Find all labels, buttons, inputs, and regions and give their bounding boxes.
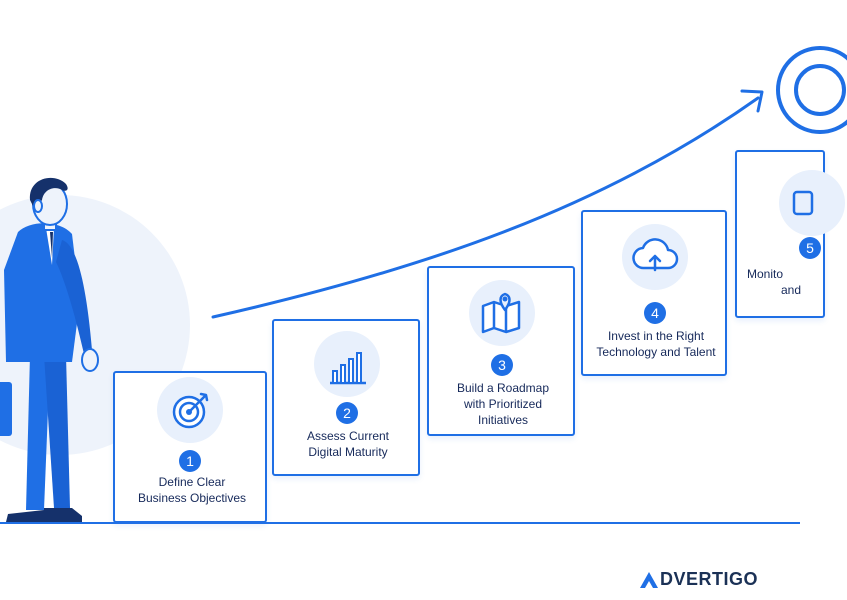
step-3-number: 3: [491, 354, 513, 376]
step-5-label: Monito and: [747, 267, 802, 297]
step-3-card: 3 Build a Roadmap with Prioritized Initi…: [427, 266, 575, 436]
growth-arrow: [211, 89, 764, 319]
step-2-label: Assess Current Digital Maturity: [306, 429, 390, 459]
monitor-icon: [792, 190, 814, 216]
step-4-icon-circle: [622, 224, 688, 290]
step-2-number: 2: [336, 402, 358, 424]
step-1-card: 1 Define Clear Business Objectives: [113, 371, 267, 523]
brand-triangle-icon: [640, 572, 658, 588]
businessman-illustration: [0, 177, 99, 522]
goal-circle-icon: [776, 46, 847, 134]
floor-line: [0, 522, 800, 524]
brand-name: DVERTIGO: [660, 569, 759, 589]
step-4-number: 4: [644, 302, 666, 324]
step-5-icon-circle: [779, 170, 845, 236]
step-1-icon-circle: [157, 377, 223, 443]
step-1-number: 1: [179, 450, 201, 472]
target-icon: [172, 392, 209, 429]
cloud-upload-icon: [632, 238, 679, 272]
step-3-icon-circle: [469, 280, 535, 346]
step-2-card: 2 Assess Current Digital Maturity: [272, 319, 420, 476]
strategy-steps-diagram: 5 Monito and 4 Invest in the Right Techn…: [0, 46, 847, 589]
step-5-card: 5 Monito and: [735, 150, 845, 318]
step-4-label: Invest in the Right Technology and Talen…: [596, 329, 716, 359]
step-5-number: 5: [799, 237, 821, 259]
step-1-label: Define Clear Business Objectives: [137, 475, 247, 505]
step-3-label: Build a Roadmap with Prioritized Initiat…: [456, 381, 550, 427]
step-2-icon-circle: [314, 331, 380, 397]
bar-chart-icon: [330, 352, 366, 385]
step-4-card: 4 Invest in the Right Technology and Tal…: [581, 210, 727, 376]
map-pin-icon: [481, 292, 521, 334]
